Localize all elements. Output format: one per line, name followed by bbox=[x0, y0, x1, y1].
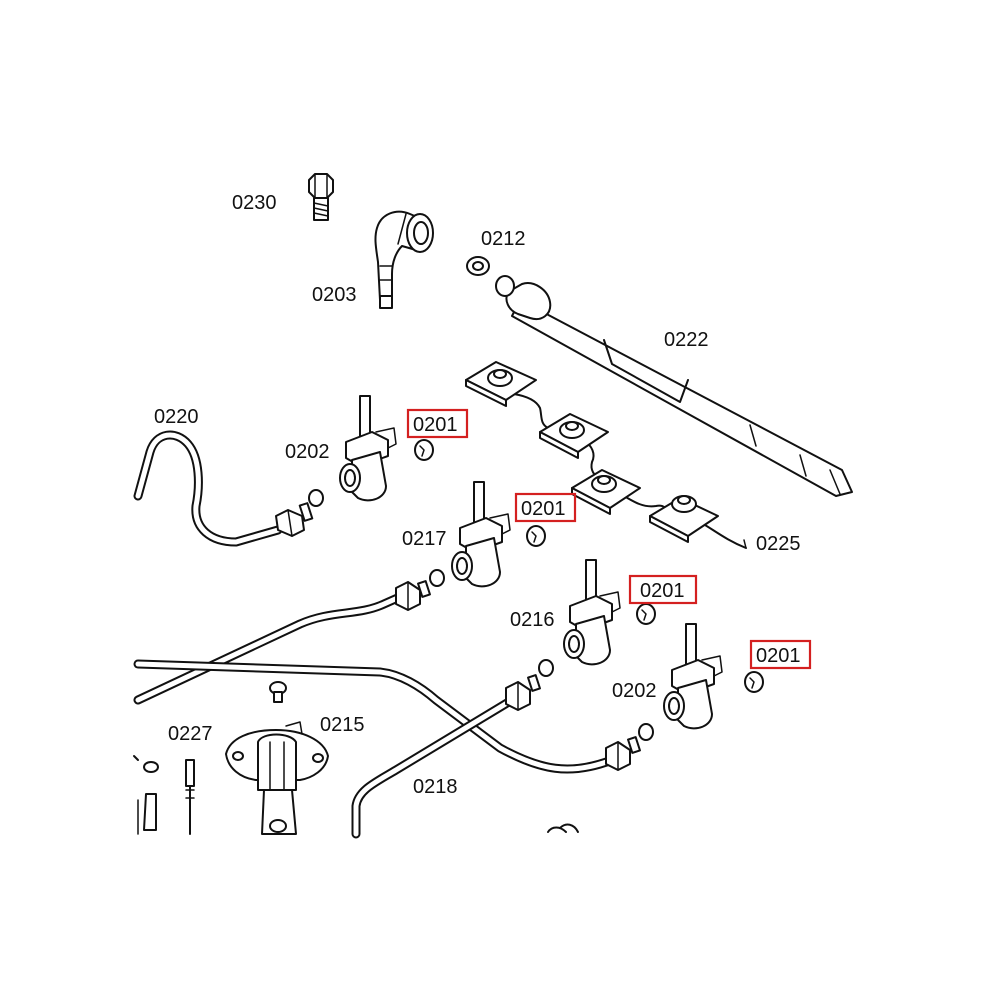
ignition-harness-0225 bbox=[465, 361, 747, 549]
clip-0201-d bbox=[744, 671, 764, 693]
switch-plate-1 bbox=[465, 361, 537, 407]
highlight-box bbox=[406, 408, 469, 439]
manifold-tube-0222 bbox=[495, 275, 853, 497]
label-0230: 0230 bbox=[232, 192, 277, 214]
switch-plate-4 bbox=[649, 495, 719, 543]
highlight-box bbox=[514, 492, 577, 523]
highlight-0201-b: 0201 bbox=[514, 492, 577, 523]
highlight-label-0201: 0201 bbox=[640, 580, 685, 602]
switch-plate-3 bbox=[571, 469, 641, 515]
label-0212: 0212 bbox=[481, 228, 526, 250]
highlight-label-0201: 0201 bbox=[756, 645, 801, 667]
gas-valve-0217 bbox=[451, 481, 511, 588]
highlight-label-0201: 0201 bbox=[521, 498, 566, 520]
label-0220: 0220 bbox=[154, 406, 199, 428]
gas-pipe-0220 bbox=[133, 430, 324, 547]
label-0218: 0218 bbox=[413, 776, 458, 798]
highlight-0201-a: 0201 bbox=[406, 408, 469, 439]
label-0222: 0222 bbox=[664, 329, 709, 351]
clip-0201-a bbox=[414, 439, 434, 461]
label-0225: 0225 bbox=[756, 533, 801, 555]
gas-valve-0216 bbox=[563, 559, 621, 666]
gas-valve-0202-left bbox=[339, 395, 397, 502]
highlight-0201-c: 0201 bbox=[628, 574, 698, 605]
label-0227: 0227 bbox=[168, 723, 213, 745]
label-0202-left: 0202 bbox=[285, 441, 330, 463]
switch-plate-2 bbox=[539, 413, 609, 459]
gas-pipe-0217-line bbox=[133, 569, 445, 705]
gas-valve-0202-right bbox=[663, 623, 723, 730]
highlight-box bbox=[749, 639, 812, 670]
highlighted-labels: 0201 0201 0201 0201 bbox=[406, 408, 812, 670]
label-0202-right: 0202 bbox=[612, 680, 657, 702]
thermocouple-0227 bbox=[133, 755, 195, 835]
elbow-fitting-0203 bbox=[374, 210, 434, 309]
label-0203: 0203 bbox=[312, 284, 357, 306]
highlight-label-0201: 0201 bbox=[413, 414, 458, 436]
highlight-0201-d: 0201 bbox=[749, 639, 812, 670]
highlight-box bbox=[628, 574, 698, 605]
clip-0201-c bbox=[636, 603, 656, 625]
partial-part-bottom bbox=[547, 823, 579, 833]
label-0216: 0216 bbox=[510, 609, 555, 631]
burner-base-0215 bbox=[225, 681, 329, 835]
screw-0230 bbox=[308, 173, 334, 221]
label-0217: 0217 bbox=[402, 528, 447, 550]
part-labels: 0230 0203 0212 0222 0220 0202 0217 0216 … bbox=[154, 192, 801, 798]
label-0215: 0215 bbox=[320, 714, 365, 736]
washer-0212 bbox=[466, 256, 490, 276]
gas-pipe-0218 bbox=[133, 659, 654, 839]
clip-0201-b bbox=[526, 525, 546, 547]
